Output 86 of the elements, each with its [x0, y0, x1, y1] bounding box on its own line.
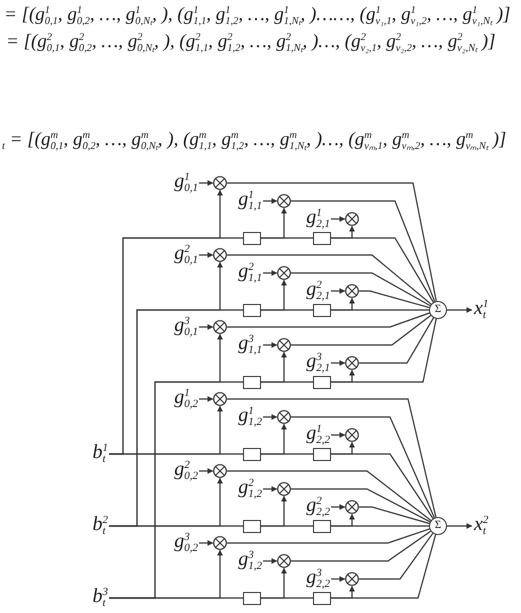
signal-line [359, 532, 434, 580]
signal-line [227, 182, 437, 302]
arrow [261, 424, 287, 455]
arrow [199, 324, 214, 330]
arrow [199, 468, 214, 474]
multiplier-symbol [345, 500, 359, 514]
multiplier-symbol [345, 572, 359, 586]
multiplier-symbol [213, 176, 227, 190]
arrow [331, 586, 355, 599]
arrow [199, 180, 214, 186]
arrow [331, 504, 346, 510]
signal-line [359, 290, 430, 308]
multiplier-symbol [213, 464, 227, 478]
delay-box [243, 592, 261, 604]
arrow [331, 514, 355, 527]
delay-box [243, 232, 261, 244]
arrow [199, 540, 214, 546]
arrow [109, 478, 223, 527]
delay-box [313, 232, 331, 244]
multiplier-symbol [345, 212, 359, 226]
signal-line [359, 506, 430, 524]
delay-box [243, 448, 261, 460]
signal-line [227, 254, 432, 305]
multiplier-symbol [345, 356, 359, 370]
signal-line [291, 416, 435, 518]
arrow [331, 442, 355, 455]
arrow [331, 226, 355, 239]
signal-line [291, 314, 432, 346]
arrow [331, 216, 346, 222]
arrow [263, 198, 278, 204]
multiplier-symbol [277, 266, 291, 280]
arrow [199, 252, 214, 258]
multiplier-symbol [213, 320, 227, 334]
signal-line [291, 488, 430, 522]
arrow [261, 208, 287, 239]
arrow [263, 558, 278, 564]
multiplier-symbol [213, 248, 227, 262]
arrow [109, 406, 223, 455]
equation: $_{t}$ = [(g$^{m}$$_{0,1}$, g$^{m}$$_{0,2}$, …, g$^{m}$$_{0,Nₜ}$, ), (g$^{m}$$_{1,1}$, g$^{m}$$_{1,2}$, …, g$^{m}$$_{1,Nₜ}$, )…, (g$^{m}$$_{vₘ,1}$, g$^{m}$$_{vₘ,2}$, …, g$^{m}$$_{vₘ,Nₜ}$ )] [2, 128, 506, 153]
delay-box [313, 448, 331, 460]
multiplier-symbol [345, 284, 359, 298]
delay-box [243, 304, 261, 316]
delay-box [313, 304, 331, 316]
arrow [331, 288, 346, 294]
signal-line [291, 272, 430, 306]
arrow [263, 414, 278, 420]
multiplier-symbol [345, 428, 359, 442]
arrow [261, 496, 287, 527]
arrow [331, 360, 346, 366]
arrow [331, 370, 355, 383]
signal-line [227, 528, 430, 544]
equation: = [(g$^{2}$$_{0,1}$, g$^{2}$$_{0,2}$, …, g$^{2}$$_{0,Nₜ}$, ), (g$^{2}$$_{1,1}$, g$^{2}$$_{1,2}$, …, g$^{2}$$_{1,Nₜ}$, )…, (g$^{2}$$_{v₂,1}$, g$^{2}$$_{v₂,2}$, …, g$^{2}$$_{v₂,Nₜ}$ )] [6, 30, 496, 55]
arrow [261, 352, 287, 383]
arrow [331, 298, 355, 311]
delay-box [313, 520, 331, 532]
multiplier-symbol [277, 410, 291, 424]
delay-box [243, 520, 261, 532]
arrow [109, 550, 223, 599]
multiplier-symbol [277, 338, 291, 352]
multiplier-symbol [277, 194, 291, 208]
summing-junction: Σ [429, 301, 447, 319]
summing-junction: Σ [429, 517, 447, 535]
arrow [261, 568, 287, 599]
arrow [263, 486, 278, 492]
arrow [331, 432, 346, 438]
arrow [447, 307, 472, 313]
signal-line [227, 312, 430, 328]
arrow [263, 342, 278, 348]
delay-box [243, 376, 261, 388]
multiplier-symbol [277, 482, 291, 496]
delay-box [313, 592, 331, 604]
signal-line [359, 318, 434, 364]
signal-line [291, 200, 436, 302]
multiplier-symbol [213, 536, 227, 550]
signal-line [227, 470, 432, 521]
multiplier-symbol [213, 392, 227, 406]
signal-line [227, 398, 436, 518]
delay-box [313, 376, 331, 388]
signal-line [291, 530, 431, 562]
arrow [199, 396, 214, 402]
arrow [263, 270, 278, 276]
arrow [331, 576, 346, 582]
arrow [261, 280, 287, 311]
arrow [447, 523, 472, 529]
multiplier-symbol [277, 554, 291, 568]
equation: = [(g$^{1}$$_{0,1}$, g$^{1}$$_{0,2}$, …, g$^{1}$$_{0,Nₜ}$, ), (g$^{1}$$_{1,1}$, g$^{1}$$_{1,2}$, …, g$^{1}$$_{1,Nₜ}$, )……, (g$^{1}$$_{v₁,1}$, g$^{1}$$_{v₁,2}$, …, g$^{1}$$_{v₁,Nₜ}$ )] [4, 3, 510, 28]
